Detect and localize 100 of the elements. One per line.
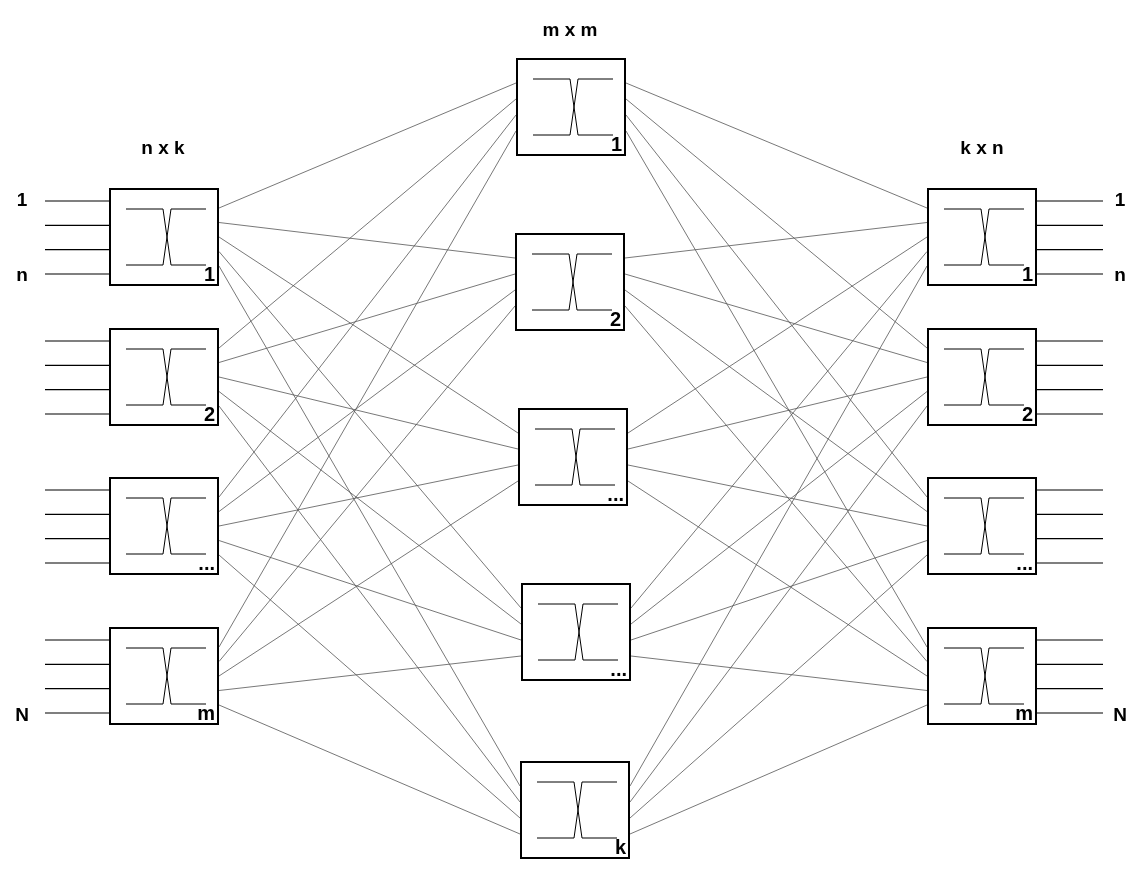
switch-number: 1 bbox=[610, 133, 622, 155]
port-line bbox=[1036, 200, 1104, 202]
switch-box bbox=[927, 627, 1037, 725]
port-line bbox=[44, 663, 110, 665]
switch-number: k bbox=[614, 836, 626, 858]
switch-box bbox=[109, 477, 219, 575]
connection-line bbox=[624, 305, 928, 662]
port-line bbox=[1036, 562, 1104, 564]
switch-number: 1 bbox=[203, 263, 215, 285]
port-label: N bbox=[1113, 704, 1127, 726]
connection-line bbox=[218, 289, 516, 512]
port-line bbox=[44, 340, 110, 342]
switch-box bbox=[518, 408, 628, 506]
connection-line bbox=[218, 480, 519, 677]
switch-number: 2 bbox=[203, 403, 215, 425]
connection-line bbox=[218, 98, 517, 349]
connection-line bbox=[218, 405, 521, 803]
port-line bbox=[1036, 639, 1104, 641]
switch-number: ... bbox=[610, 658, 627, 680]
connection-line bbox=[218, 236, 519, 434]
switch-box bbox=[515, 233, 625, 331]
switch-number: m bbox=[1015, 702, 1033, 724]
switch-box bbox=[927, 188, 1037, 286]
connection-line bbox=[218, 305, 516, 662]
port-line bbox=[1036, 688, 1104, 690]
port-line bbox=[44, 413, 110, 415]
port-line bbox=[44, 562, 110, 564]
port-line bbox=[44, 639, 110, 641]
connection-line bbox=[627, 376, 928, 450]
port-line bbox=[1036, 489, 1104, 491]
connection-line bbox=[218, 222, 516, 259]
switch-box bbox=[109, 627, 219, 725]
connection-line bbox=[218, 376, 519, 450]
port-line bbox=[1036, 224, 1104, 226]
port-label: N bbox=[15, 704, 29, 726]
connection-line bbox=[218, 273, 516, 363]
connection-line bbox=[218, 82, 517, 209]
port-label: 1 bbox=[16, 189, 28, 211]
switch-number: ... bbox=[607, 483, 624, 505]
port-label: n bbox=[16, 264, 28, 286]
port-line bbox=[1036, 364, 1104, 366]
port-line bbox=[44, 513, 110, 515]
connection-line bbox=[629, 554, 928, 819]
port-line bbox=[1036, 413, 1104, 415]
stage-heading: m x m bbox=[542, 19, 598, 41]
connection-line bbox=[624, 289, 928, 512]
connection-line bbox=[629, 405, 928, 803]
connection-line bbox=[627, 464, 928, 527]
connection-line bbox=[624, 273, 928, 363]
connection-line bbox=[218, 114, 517, 498]
connection-line bbox=[624, 222, 928, 259]
port-line bbox=[44, 489, 110, 491]
switch-box bbox=[520, 761, 630, 859]
port-line bbox=[1036, 663, 1104, 665]
connection-line bbox=[625, 114, 928, 498]
connection-line bbox=[218, 251, 522, 609]
connection-line bbox=[630, 251, 928, 609]
connection-line bbox=[627, 480, 928, 677]
port-label: 1 bbox=[1114, 189, 1126, 211]
port-label: n bbox=[1114, 264, 1126, 286]
port-line bbox=[44, 364, 110, 366]
switch-box bbox=[927, 477, 1037, 575]
port-line bbox=[1036, 273, 1104, 275]
switch-box bbox=[521, 583, 631, 681]
port-line bbox=[44, 200, 110, 202]
port-line bbox=[44, 389, 110, 391]
stage-heading: k x n bbox=[960, 137, 1004, 159]
switch-box bbox=[516, 58, 626, 156]
stage-heading: n x k bbox=[141, 137, 185, 159]
port-line bbox=[1036, 538, 1104, 540]
connection-line bbox=[218, 554, 521, 819]
port-line bbox=[44, 538, 110, 540]
connection-line bbox=[630, 540, 928, 641]
connection-line bbox=[218, 540, 522, 641]
switch-number: 2 bbox=[1021, 403, 1033, 425]
switch-number: 1 bbox=[1021, 263, 1033, 285]
connection-line bbox=[627, 236, 928, 434]
switch-number: m bbox=[197, 702, 215, 724]
port-line bbox=[44, 273, 110, 275]
port-line bbox=[1036, 712, 1104, 714]
port-line bbox=[1036, 249, 1104, 251]
switch-number: ... bbox=[198, 552, 215, 574]
connection-line bbox=[625, 98, 928, 349]
port-line bbox=[44, 249, 110, 251]
port-line bbox=[44, 712, 110, 714]
port-line bbox=[44, 688, 110, 690]
port-line bbox=[1036, 513, 1104, 515]
connection-line bbox=[218, 391, 522, 625]
connection-line bbox=[629, 704, 928, 835]
port-line bbox=[44, 224, 110, 226]
switch-box bbox=[927, 328, 1037, 426]
connection-line bbox=[218, 464, 519, 527]
port-line bbox=[1036, 340, 1104, 342]
connection-line bbox=[625, 82, 928, 209]
connection-line bbox=[218, 704, 521, 835]
connection-line bbox=[218, 655, 522, 691]
switch-number: ... bbox=[1016, 552, 1033, 574]
switch-number: 2 bbox=[609, 308, 621, 330]
connection-line bbox=[630, 391, 928, 625]
port-line bbox=[1036, 389, 1104, 391]
